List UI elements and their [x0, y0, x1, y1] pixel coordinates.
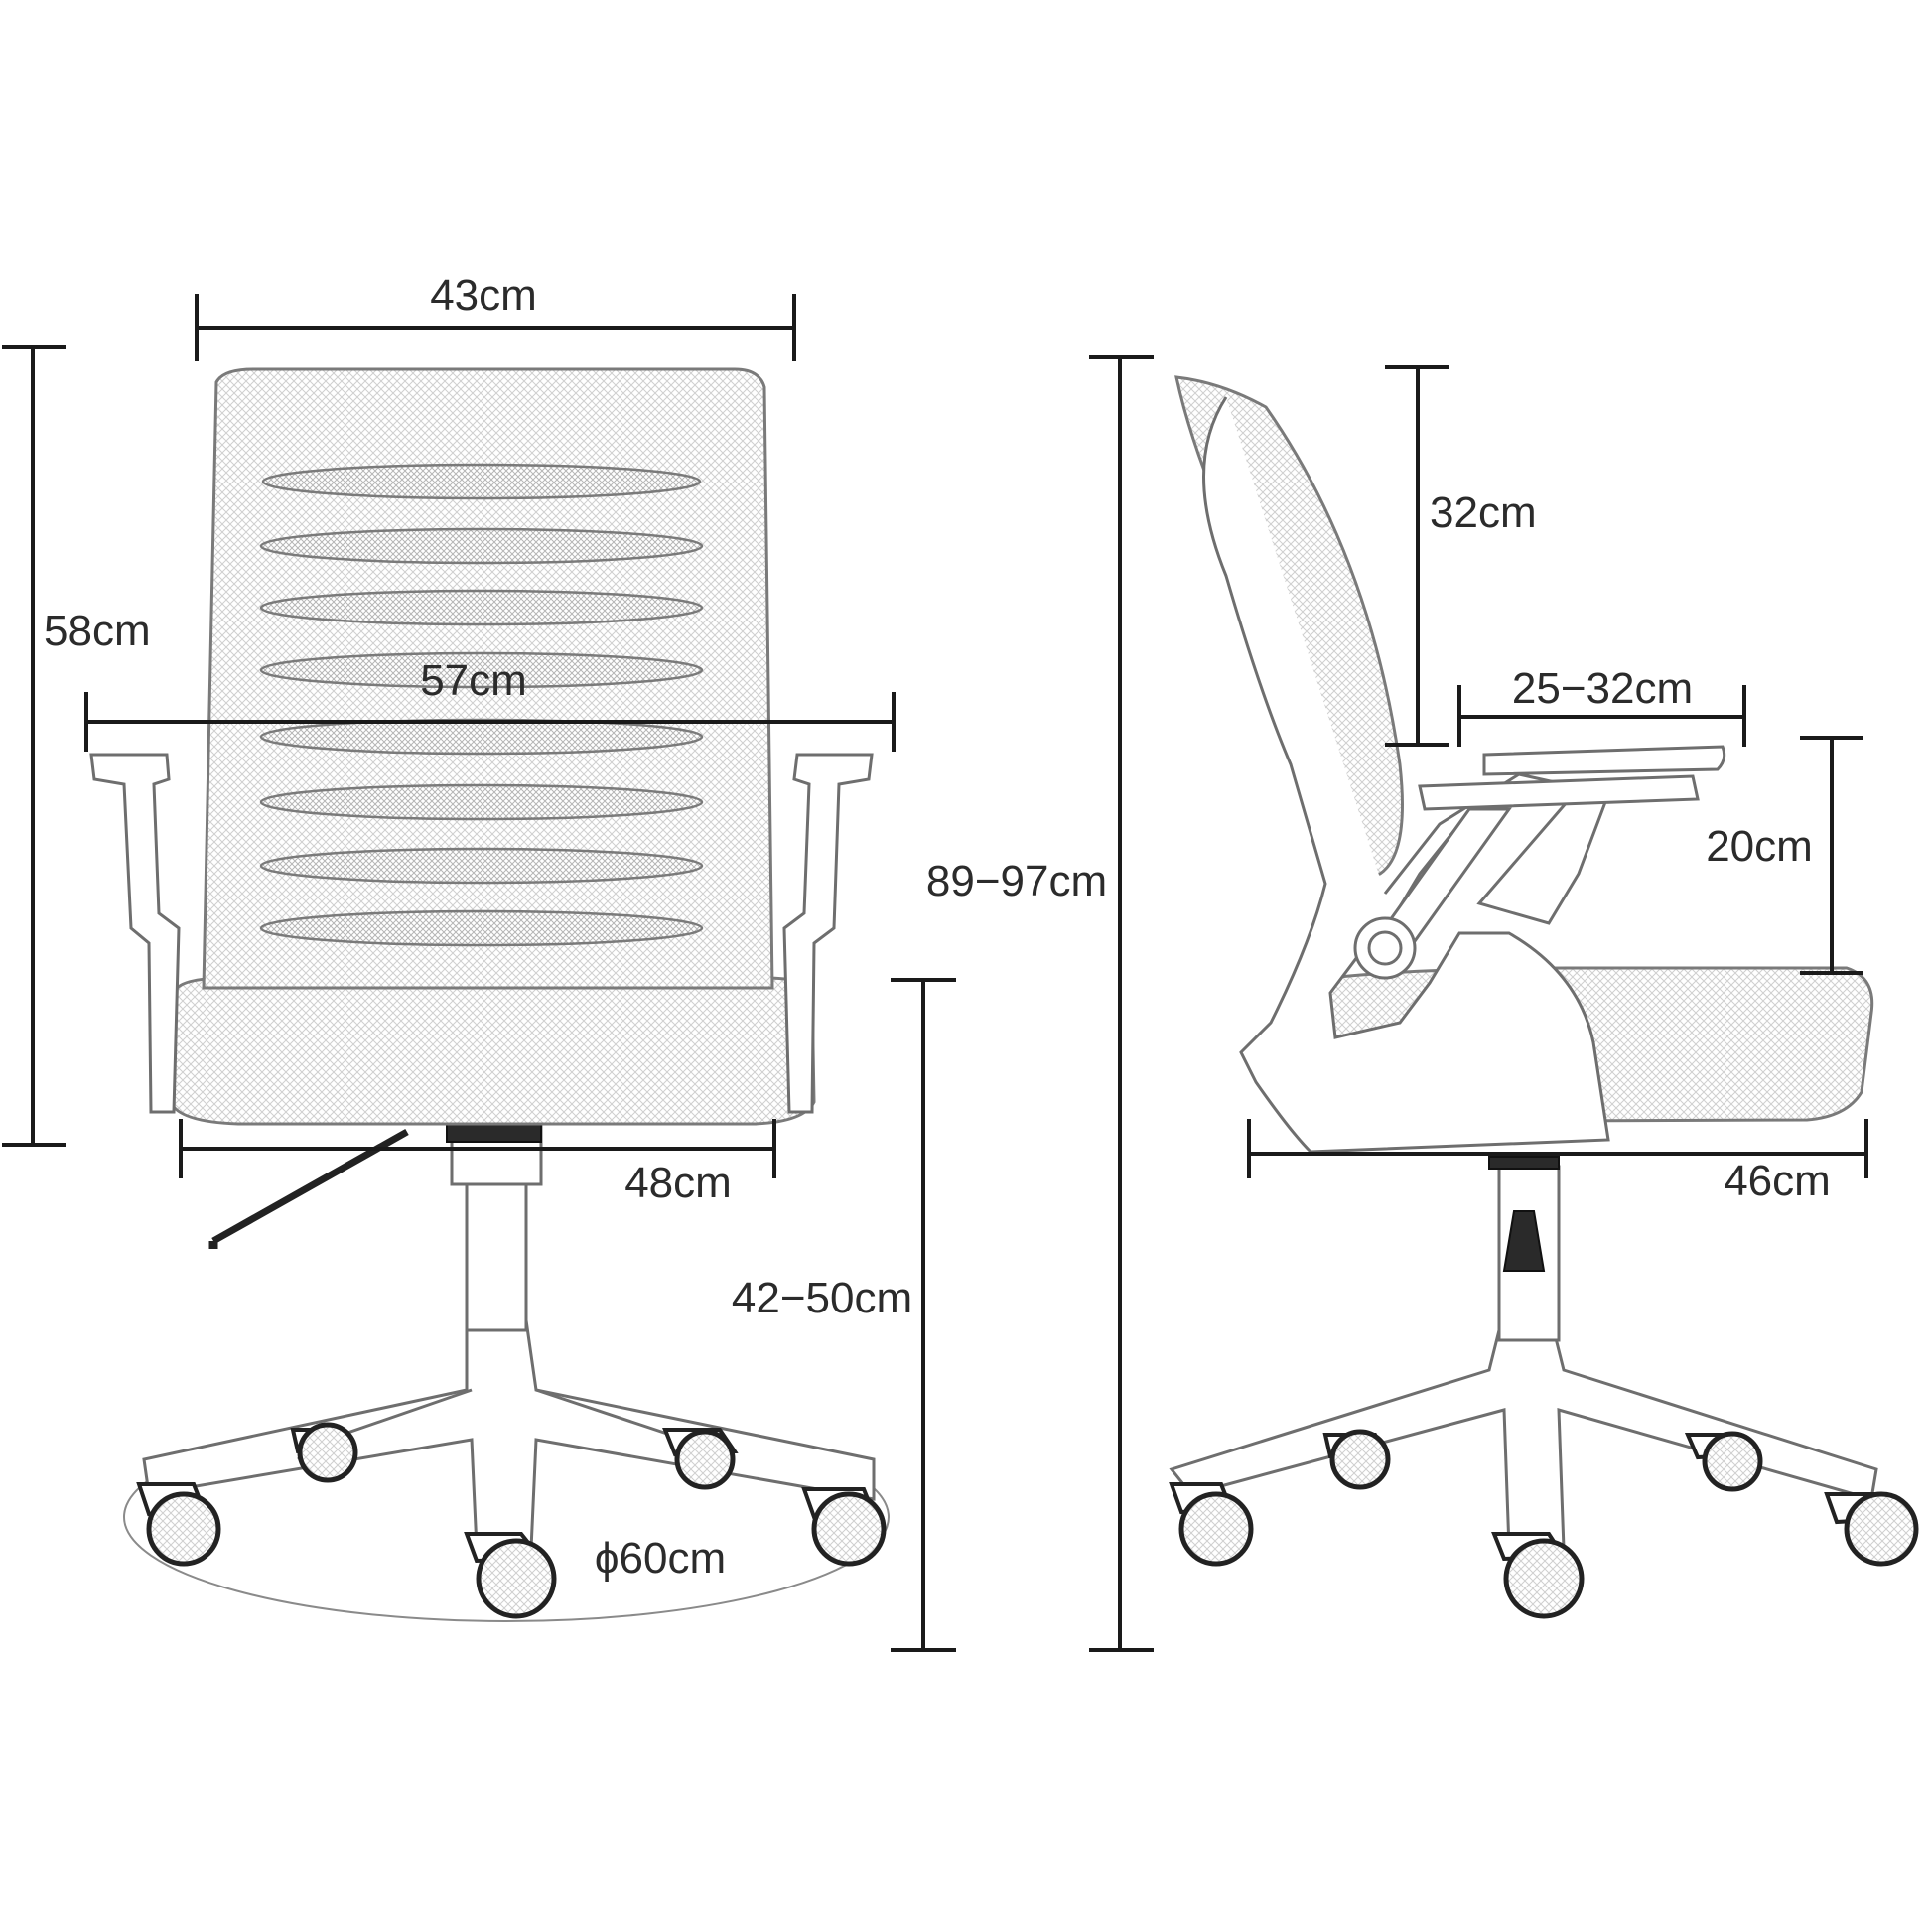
dim-back-upper	[1385, 365, 1449, 747]
label-seat-height: 42−50cm	[732, 1274, 912, 1322]
side-casters	[1169, 1429, 1919, 1619]
label-back-upper: 32cm	[1430, 488, 1537, 537]
front-gas-cylinder	[465, 1179, 528, 1332]
dim-total-height	[1089, 355, 1154, 1652]
label-seat-depth: 46cm	[1724, 1157, 1831, 1205]
label-armrest-span: 57cm	[420, 656, 527, 705]
label-back-height: 58cm	[44, 607, 151, 655]
label-back-width: 43cm	[430, 271, 537, 320]
caster-wheel	[1824, 1491, 1919, 1567]
caster-wheel	[290, 1422, 358, 1483]
caster-wheel	[1322, 1429, 1391, 1490]
label-base-diameter: ϕ60cm	[595, 1534, 726, 1583]
caster-wheel	[464, 1532, 557, 1619]
dim-armrest-span	[84, 692, 896, 752]
dim-seat-depth	[1247, 1119, 1868, 1178]
label-armrest-height: 20cm	[1706, 822, 1813, 871]
dim-armrest-height	[1800, 736, 1863, 975]
caster-wheel	[1684, 1431, 1763, 1492]
dim-back-height	[2, 345, 66, 1147]
caster-wheel	[136, 1482, 221, 1567]
front-seat	[169, 976, 816, 1126]
front-backrest-slots	[259, 463, 704, 947]
dim-seat-height	[891, 978, 956, 1652]
side-armrest	[1367, 745, 1726, 950]
side-view-chair	[1169, 375, 1919, 1619]
dimension-labels: 43cm 58cm 57cm 48cm 42−50cm ϕ60cm 89−97c…	[44, 271, 1831, 1583]
caster-wheel	[1491, 1532, 1585, 1619]
front-right-armrest	[782, 753, 874, 1114]
dim-armrest-depth	[1457, 685, 1746, 747]
dimension-lines	[2, 294, 1868, 1652]
dim-seat-width	[179, 1119, 776, 1178]
label-seat-width: 48cm	[624, 1159, 732, 1207]
front-view-chair	[89, 367, 890, 1622]
label-armrest-depth: 25−32cm	[1512, 664, 1693, 713]
caster-wheel	[801, 1487, 887, 1567]
front-casters	[136, 1422, 887, 1619]
caster-wheel	[662, 1428, 739, 1490]
side-height-lever	[1488, 1156, 1560, 1272]
caster-wheel	[1169, 1482, 1254, 1567]
label-total-height: 89−97cm	[926, 857, 1107, 905]
side-frame	[1202, 396, 1611, 1154]
front-left-armrest	[89, 753, 181, 1114]
dim-back-width	[195, 294, 796, 361]
side-base	[1169, 1328, 1878, 1551]
